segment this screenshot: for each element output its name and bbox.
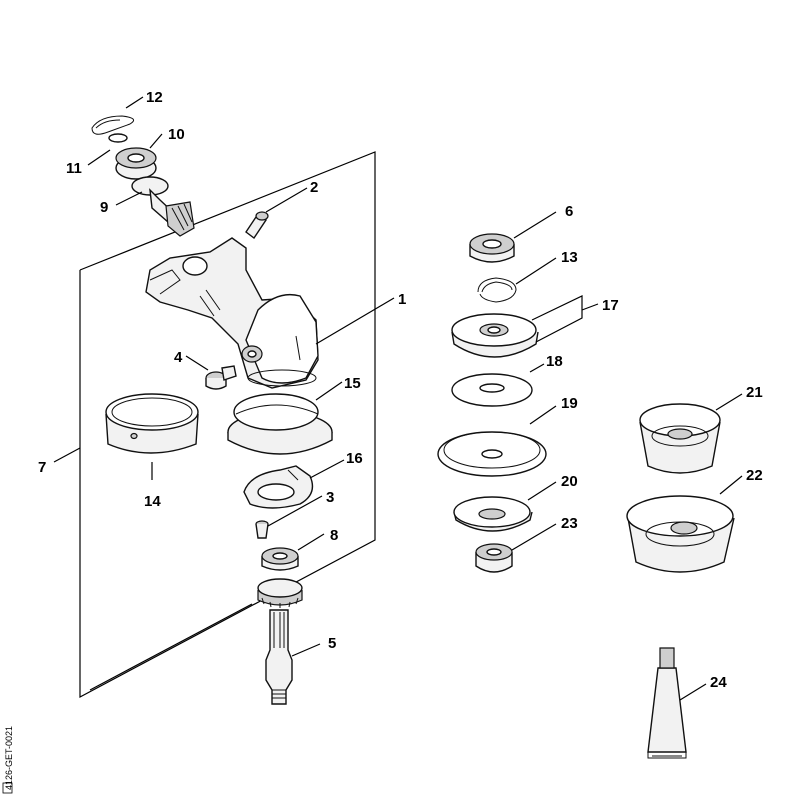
part-6-ball-bearing[interactable] (469, 233, 515, 263)
callout-14: 14 (144, 493, 161, 510)
callout-9: 9 (100, 199, 108, 216)
callout-24: 24 (710, 674, 727, 691)
callout-10: 10 (168, 126, 185, 143)
part-2-screw[interactable] (245, 211, 269, 240)
callout-20: 20 (561, 473, 578, 490)
callout-17: 17 (602, 297, 619, 314)
callout-13: 13 (561, 249, 578, 266)
callout-6: 6 (565, 203, 573, 220)
drawing-number: 4126-GET-0021 (4, 726, 14, 790)
part-12-circlip[interactable] (91, 115, 135, 135)
part-1-gear-housing[interactable] (145, 237, 319, 389)
callout-15: 15 (344, 375, 361, 392)
assembly-frame-7 (79, 151, 376, 698)
callout-21: 21 (746, 384, 763, 401)
callout-12: 12 (146, 89, 163, 106)
callout-7: 7 (38, 459, 46, 476)
callout-5: 5 (328, 635, 336, 652)
callout-19: 19 (561, 395, 578, 412)
part-17-thrust-plate[interactable] (451, 313, 539, 358)
leader-lines (53, 96, 743, 701)
part-4-plug-screw[interactable] (205, 365, 237, 390)
part-23-hex-nut[interactable] (475, 543, 513, 573)
callout-18: 18 (546, 353, 563, 370)
part-24-grease-tube[interactable] (647, 647, 687, 759)
part-13-circlip[interactable] (477, 277, 517, 303)
callout-8: 8 (330, 527, 338, 544)
part-22-large-cup[interactable] (626, 495, 735, 573)
callout-22: 22 (746, 467, 763, 484)
callout-1: 1 (398, 291, 406, 308)
callout-3: 3 (326, 489, 334, 506)
callout-labels: 1 2 3 4 5 6 7 8 9 10 11 12 13 14 15 16 1… (38, 89, 763, 691)
part-5-output-shaft-gear[interactable] (257, 578, 303, 705)
part-16-guard-plate[interactable] (243, 465, 314, 509)
callout-23: 23 (561, 515, 578, 532)
part-10-ball-bearing[interactable] (115, 147, 157, 180)
part-8-ball-bearing[interactable] (261, 547, 299, 571)
callout-4: 4 (174, 349, 183, 366)
part-11-ring[interactable] (108, 133, 128, 143)
callout-2: 2 (310, 179, 318, 196)
drawing-mark-box (2, 782, 13, 794)
part-14-sleeve[interactable] (105, 393, 199, 454)
part-18-washer[interactable] (451, 373, 533, 407)
part-15-housing-ring[interactable] (227, 393, 333, 455)
part-20-thrust-washer[interactable] (453, 496, 533, 532)
callout-11: 11 (66, 160, 82, 177)
part-3-screw[interactable] (255, 520, 269, 539)
callout-16: 16 (346, 450, 363, 467)
part-21-cup[interactable] (639, 403, 721, 474)
part-19-disc[interactable] (437, 431, 547, 477)
part-9-bevel-pinion[interactable] (131, 176, 195, 237)
